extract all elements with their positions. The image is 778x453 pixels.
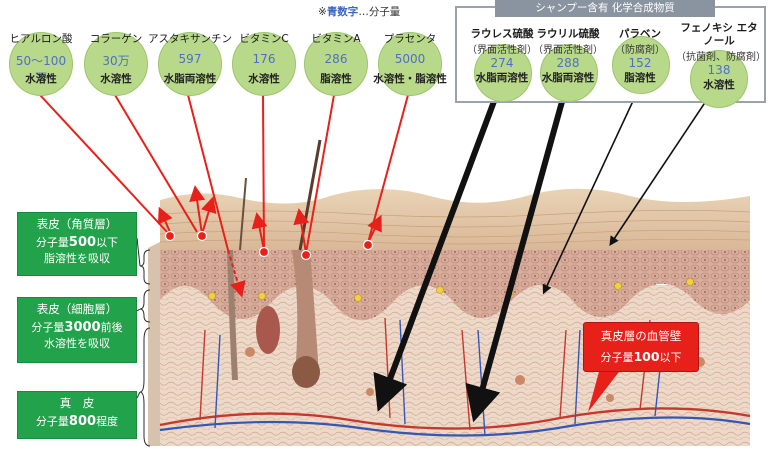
chemical-solubility: 水溶性 — [703, 79, 735, 91]
chemical-role: （抗菌剤、防腐剤） — [676, 52, 766, 63]
layer-title: 表皮（細胞層） — [36, 302, 118, 316]
note-blue-text: 青数字 — [326, 6, 359, 18]
ingredient-name: コラーゲン — [89, 33, 143, 45]
layer-mw-suffix: 程度 — [96, 415, 119, 428]
ingredient-molecular-weight: 30万 — [102, 54, 130, 68]
ingredient-placenta: プラセンタ 5000 水溶性・脂溶性 — [373, 32, 447, 96]
ingredient-astaxanthin: アスタキサンチン 597 水脂両溶性 — [148, 32, 232, 96]
ingredient-molecular-weight: 597 — [178, 52, 202, 66]
layer-mw-suffix: 以下 — [96, 236, 119, 249]
layer-detail: 分子量3000前後 水溶性を吸収 — [18, 320, 136, 352]
chemical-molecular-weight: 138 — [707, 63, 731, 77]
ingredient-solubility: 脂溶性 — [320, 73, 352, 85]
callout-mw-prefix: 分子量 — [600, 351, 634, 364]
layer-mw-value: 3000 — [64, 320, 101, 335]
note-prefix: ※ — [318, 6, 327, 18]
ingredient-molecular-weight: 50〜100万 — [15, 54, 67, 85]
layer-stratum-corneum-box: 表皮（角質層） 分子量500以下 脂溶性を吸収 — [17, 212, 137, 276]
ingredient-molecular-weight: 5000 — [394, 52, 426, 66]
chem-circle-phenoxyethanol — [690, 50, 748, 108]
callout-mw-suffix: 以下 — [659, 351, 682, 364]
callout-detail: 分子量100以下 — [584, 349, 698, 365]
layer-detail: 分子量800程度 — [18, 414, 136, 430]
chemical-name: パラベン — [619, 28, 661, 40]
chemical-sodium-lauryl-sulfate: ラウリル硫酸 （界面活性剤） 288 水脂両溶性 — [530, 26, 606, 85]
chemical-molecular-weight: 274 — [490, 56, 514, 70]
chemical-solubility: 水脂両溶性 — [475, 72, 529, 84]
chem-circle-lauryl — [540, 44, 598, 102]
legend-note: ※青数字…分子量 — [318, 4, 400, 19]
ingredient-name: プラセンタ — [383, 33, 437, 45]
ingredient-name: ヒアルロン酸 — [9, 33, 73, 45]
ingredient-solubility: 水脂両溶性 — [163, 73, 217, 85]
ingredient-name: ビタミンC — [239, 33, 289, 45]
layer-mw-prefix: 分子量 — [31, 321, 65, 334]
layer-title: 真 皮 — [59, 396, 95, 410]
chemical-molecular-weight: 288 — [556, 56, 580, 70]
chemical-sodium-laureth-sulfate: ラウレス硫酸 （界面活性剤） 274 水脂両溶性 — [464, 26, 540, 85]
chemical-paraben: パラベン （防腐剤） 152 脂溶性 — [606, 26, 674, 85]
layer-mw-value: 500 — [68, 235, 97, 250]
blood-vessel-callout: 真皮層の血管壁 分子量100以下 — [583, 322, 699, 372]
chemical-solubility: 水脂両溶性 — [541, 72, 595, 84]
layer-mw-suffix: 前後 — [100, 321, 123, 334]
ingredient-name: アスタキサンチン — [148, 33, 232, 45]
ingredient-solubility: 水溶性・脂溶性 — [373, 73, 447, 85]
callout-title: 真皮層の血管壁 — [600, 329, 682, 343]
chemical-name: ラウレス硫酸 — [470, 28, 534, 40]
ingredient-solubility: 水溶性 — [248, 73, 280, 85]
shampoo-chemicals-title: シャンプー含有 化学合成物質 — [495, 0, 715, 17]
layer-dermis-box: 真 皮 分子量800程度 — [17, 391, 137, 439]
ingredient-molecular-weight: 176 — [252, 52, 276, 66]
chem-circle-laureth — [474, 44, 532, 102]
chemical-name: フェノキシ エタノール — [680, 22, 758, 47]
layer-mw-prefix: 分子量 — [35, 415, 69, 428]
layer-absorption: 水溶性を吸収 — [44, 337, 110, 350]
ingredient-hyaluronic-acid: ヒアルロン酸 50〜100万 水溶性 — [9, 32, 73, 96]
layer-cell-layer-box: 表皮（細胞層） 分子量3000前後 水溶性を吸収 — [17, 297, 137, 363]
note-suffix: …分子量 — [358, 6, 401, 18]
chem-circle-paraben — [612, 36, 670, 94]
ingredient-vitamin-c: ビタミンC 176 水溶性 — [232, 32, 296, 96]
ingredient-collagen: コラーゲン 30万 水溶性 — [84, 32, 148, 96]
chemical-name: ラウリル硫酸 — [536, 28, 600, 40]
layer-title: 表皮（角質層） — [36, 217, 118, 231]
ingredient-vitamin-a: ビタミンA 286 脂溶性 — [304, 32, 368, 96]
layer-mw-value: 800 — [68, 414, 97, 429]
callout-mw-value: 100 — [633, 349, 660, 364]
chemical-solubility: 脂溶性 — [624, 72, 656, 84]
chemical-role: （防腐剤） — [615, 45, 665, 56]
chemical-role: （界面活性剤） — [533, 45, 603, 56]
layer-mw-prefix: 分子量 — [35, 236, 69, 249]
layer-detail: 分子量500以下 脂溶性を吸収 — [18, 235, 136, 267]
chemical-molecular-weight: 152 — [628, 56, 652, 70]
ingredient-solubility: 水溶性 — [25, 73, 57, 85]
chemical-role: （界面活性剤） — [467, 45, 537, 56]
ingredient-name: ビタミンA — [311, 33, 361, 45]
chemical-phenoxyethanol: フェノキシ エタノール （抗菌剤、防腐剤） 138 水溶性 — [676, 22, 766, 92]
layer-absorption: 脂溶性を吸収 — [44, 252, 110, 265]
ingredient-molecular-weight: 286 — [324, 52, 348, 66]
ingredient-solubility: 水溶性 — [100, 73, 132, 85]
